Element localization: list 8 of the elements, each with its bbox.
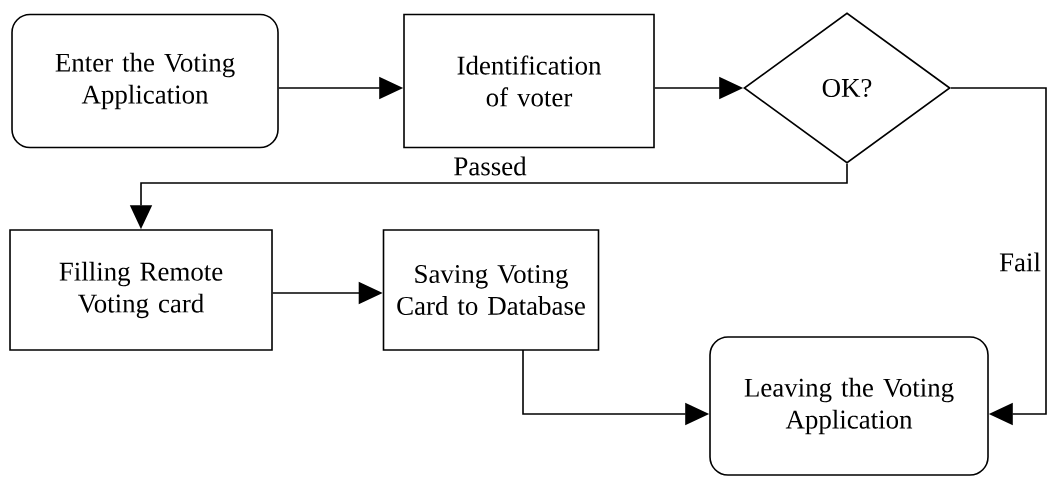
process-box: Filling Remote Voting card (9, 229, 273, 351)
process-box: Identification of voter (403, 13, 655, 149)
arrow (950, 87, 1047, 426)
edge-label: Passed (454, 156, 527, 176)
terminal-box: Enter the Voting Application (11, 13, 279, 149)
terminal-box: Leaving the Voting Application (709, 336, 989, 476)
edge-label: Fail (999, 252, 1041, 272)
process-box: Saving Voting Card to Database (382, 229, 600, 351)
